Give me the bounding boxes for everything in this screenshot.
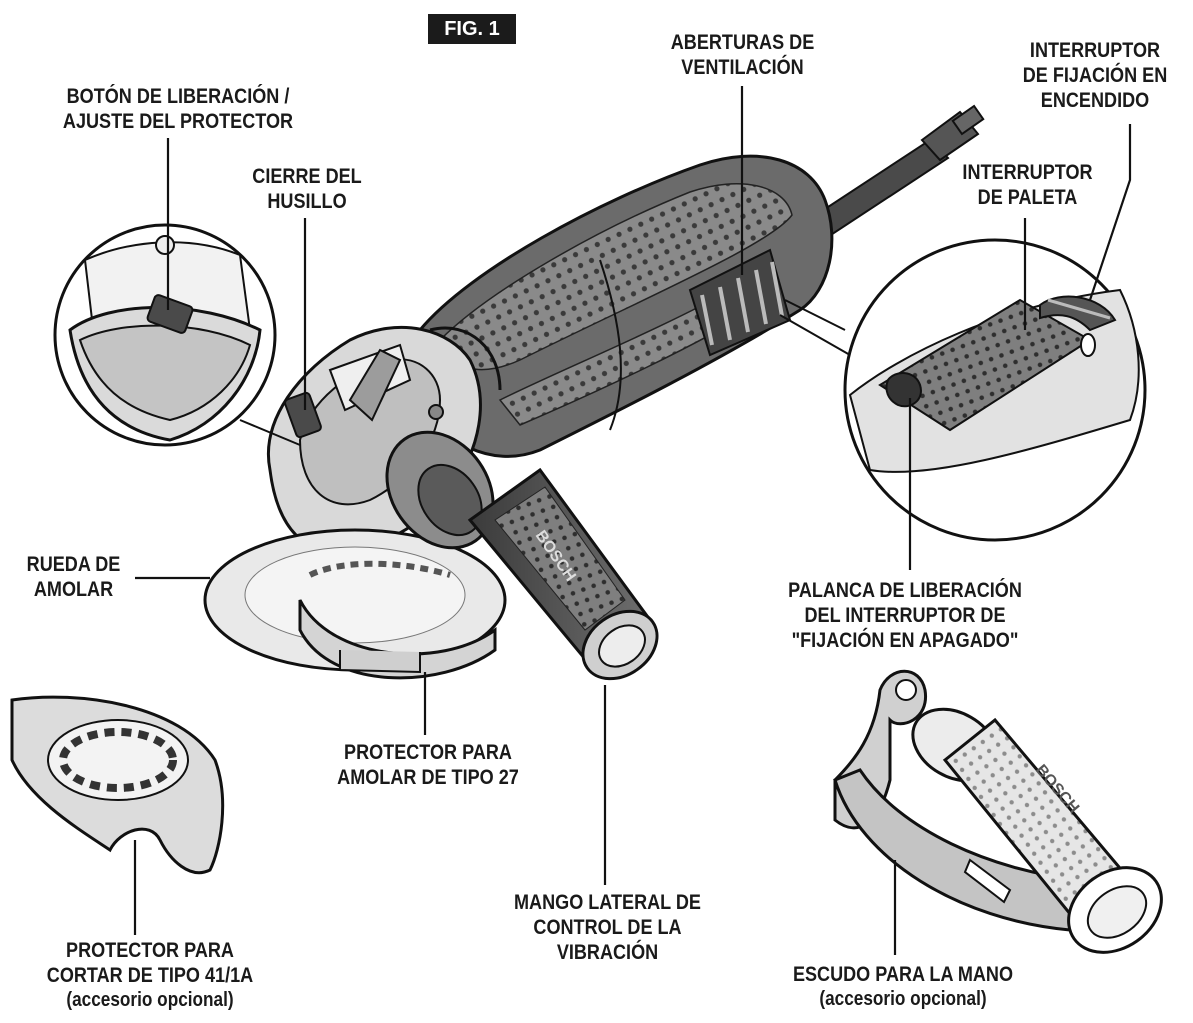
label-type41-guard: PROTECTOR PARA CORTAR DE TIPO 41/1A (acc… — [21, 938, 279, 1013]
detail-inset-paddle-switch — [780, 240, 1145, 540]
label-grinding-wheel: RUEDA DE AMOLAR — [15, 552, 131, 602]
label-line: ENCENDIDO — [1013, 88, 1176, 113]
label-paddle-switch: INTERRUPTOR DE PALETA — [944, 160, 1112, 210]
label-line: HUSILLO — [225, 189, 388, 214]
label-line: PALANCA DE LIBERACIÓN — [763, 578, 1047, 603]
label-line: VENTILACIÓN — [646, 55, 840, 80]
figure-number-badge: FIG. 1 — [428, 14, 516, 44]
label-line: INTERRUPTOR — [944, 160, 1112, 185]
label-line: INTERRUPTOR — [1013, 38, 1176, 63]
label-side-handle: MANGO LATERAL DE CONTROL DE LA VIBRACIÓN — [489, 890, 726, 965]
leader-lock-on — [1090, 124, 1130, 300]
label-line: ABERTURAS DE — [646, 30, 840, 55]
label-guard-release: BOTÓN DE LIBERACIÓN / AJUSTE DEL PROTECT… — [40, 84, 315, 134]
label-line: AMOLAR DE TIPO 27 — [308, 765, 549, 790]
hand-shield-accessory: BOSCH — [835, 671, 1178, 970]
label-line: DEL INTERRUPTOR DE — [763, 603, 1047, 628]
label-line: DE FIJACIÓN EN — [1013, 63, 1176, 88]
detail-inset-guard-release — [55, 225, 300, 445]
label-line: (accesorio opcional) — [21, 988, 279, 1013]
label-line: CORTAR DE TIPO 41/1A — [21, 963, 279, 988]
label-spindle-lock: CIERRE DEL HUSILLO — [225, 164, 388, 214]
label-line: DE PALETA — [944, 185, 1112, 210]
label-type27-guard: PROTECTOR PARA AMOLAR DE TIPO 27 — [308, 740, 549, 790]
label-line: ESCUDO PARA LA MANO — [770, 962, 1037, 987]
label-line: MANGO LATERAL DE — [489, 890, 726, 915]
label-line: PROTECTOR PARA — [21, 938, 279, 963]
label-line: (accesorio opcional) — [770, 987, 1037, 1012]
label-line: "FIJACIÓN EN APAGADO" — [763, 628, 1047, 653]
label-line: CONTROL DE LA — [489, 915, 726, 940]
label-hand-shield: ESCUDO PARA LA MANO (accesorio opcional) — [770, 962, 1037, 1012]
label-line: RUEDA DE — [15, 552, 131, 577]
label-line: AMOLAR — [15, 577, 131, 602]
label-vents: ABERTURAS DE VENTILACIÓN — [646, 30, 840, 80]
label-line: CIERRE DEL — [225, 164, 388, 189]
label-line: VIBRACIÓN — [489, 940, 726, 965]
label-line: PROTECTOR PARA — [308, 740, 549, 765]
label-line: AJUSTE DEL PROTECTOR — [40, 109, 315, 134]
type-41-guard-accessory — [12, 697, 223, 873]
label-lock-off-lever: PALANCA DE LIBERACIÓN DEL INTERRUPTOR DE… — [763, 578, 1047, 653]
label-lock-on-switch: INTERRUPTOR DE FIJACIÓN EN ENCENDIDO — [1013, 38, 1176, 113]
label-line: BOTÓN DE LIBERACIÓN / — [40, 84, 315, 109]
